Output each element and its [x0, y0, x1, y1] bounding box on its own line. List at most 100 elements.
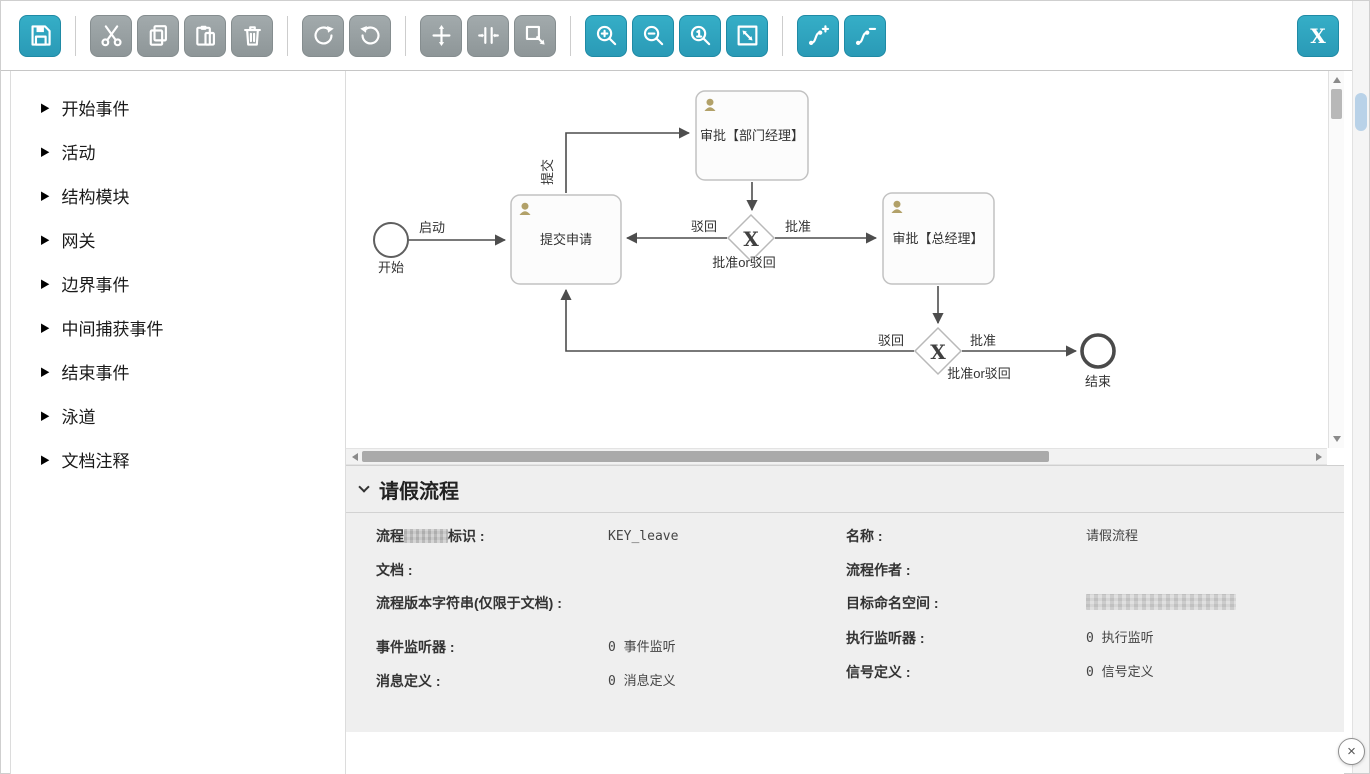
task-dept-manager[interactable]: 审批【部门经理】 [695, 90, 809, 181]
expand-arrow-icon: ▶ [41, 452, 50, 467]
palette-item-label: 结构模块 [61, 187, 130, 207]
properties-panel: 请假流程 流程标识 : KEY_leave 文档 : 流程版本字符串(仅限于文档) :… [346, 465, 1344, 732]
property-value[interactable]: KEY_leave [608, 529, 679, 544]
workarea: 启动 提交 驳回 批准 驳回 批准 开始 提交申请 [345, 71, 1344, 774]
property-value[interactable]: 请假流程 [1086, 529, 1139, 544]
property-row: 流程标识 : KEY_leave [376, 526, 846, 547]
distribute-button[interactable] [467, 14, 509, 57]
property-value[interactable]: 0 事件监听 [608, 640, 676, 655]
copy-button[interactable] [137, 14, 179, 57]
redacted-value [1086, 594, 1236, 610]
save-button[interactable] [19, 14, 61, 57]
redo-icon [313, 25, 334, 45]
page-scrollbar[interactable] [1352, 1, 1369, 773]
palette-item[interactable]: ▶ 结构模块 [11, 173, 345, 217]
align-middle-button[interactable] [420, 14, 462, 57]
svg-text:审批【总经理】: 审批【总经理】 [892, 231, 983, 246]
scroll-right-arrow[interactable] [1311, 449, 1326, 464]
expand-arrow-icon: ▶ [41, 188, 50, 203]
align-middle-icon [431, 25, 451, 46]
scroll-up-arrow[interactable] [1329, 72, 1344, 88]
property-value[interactable]: 0 执行监听 [1086, 631, 1154, 646]
property-label: 事件监听器 : [376, 639, 455, 655]
horizontal-scroll-thumb[interactable] [362, 451, 1049, 462]
close-editor-label: X [1310, 23, 1326, 48]
palette-item[interactable]: ▶泳道 [11, 393, 345, 437]
palette-item-label: 中间捕获事件 [61, 319, 164, 339]
flow-label-reject2: 驳回 [878, 333, 904, 348]
palette-item-label: 文档注释 [61, 451, 130, 471]
main-area: ▶ 开始事件 ▶ 活动 ▶ 结构模块 ▶网关 ▶ 边界事件 ▶ 中间捕获事件 ▶结束事件▶泳道 ▶ 文档注… [1, 71, 1369, 774]
diagram-canvas[interactable]: 启动 提交 驳回 批准 驳回 批准 开始 提交申请 [346, 71, 1344, 448]
fit-screen-icon [737, 25, 757, 46]
gateway-2[interactable]: X [913, 326, 963, 376]
palette-item[interactable]: ▶ 中间捕获事件 [11, 305, 345, 349]
property-row: 信号定义 : 0 信号定义 [846, 662, 1344, 683]
toolbar-divider [75, 15, 76, 56]
property-row: 执行监听器 :0 执行监听 [846, 628, 1344, 649]
dismiss-button[interactable]: × [1338, 738, 1365, 765]
task-general-manager[interactable]: 审批【总经理】 [882, 192, 995, 285]
task-submit[interactable]: 提交申请 [510, 194, 622, 285]
palette-item[interactable]: ▶ 活动 [11, 129, 345, 173]
expand-arrow-icon: ▶ [41, 144, 50, 159]
scroll-down-arrow[interactable] [1329, 431, 1344, 447]
redacted-text [404, 529, 448, 543]
add-bendpoint-button[interactable] [797, 14, 839, 57]
undo-button[interactable] [349, 14, 391, 57]
property-value[interactable]: 0 信号定义 [1086, 665, 1154, 680]
flow-label-reject1: 驳回 [691, 219, 717, 234]
palette-item[interactable]: ▶网关 [11, 217, 345, 261]
scroll-left-arrow[interactable] [347, 449, 362, 464]
property-label: 信号定义 : [846, 664, 911, 680]
remove-bendpoint-button[interactable] [844, 14, 886, 57]
property-label: 流程版本字符串(仅限于文档) : [376, 595, 562, 611]
property-label: 文档 : [376, 562, 413, 578]
palette-item-label: 开始事件 [61, 99, 130, 119]
trash-icon [243, 26, 261, 46]
close-icon: × [1347, 743, 1356, 760]
expand-arrow-icon: ▶ [41, 276, 50, 291]
property-value[interactable] [1086, 593, 1236, 615]
zoom-reset-button[interactable] [679, 14, 721, 57]
flow-label-start: 启动 [419, 220, 445, 235]
properties-left-column: 流程标识 : KEY_leave 文档 : 流程版本字符串(仅限于文档) : 事件监听器… [376, 526, 846, 705]
start-event[interactable] [373, 222, 409, 258]
zoom-out-button[interactable] [632, 14, 674, 57]
resize-button[interactable] [514, 14, 556, 57]
palette-item[interactable]: ▶ 边界事件 [11, 261, 345, 305]
fit-screen-button[interactable] [726, 14, 768, 57]
canvas-horizontal-scrollbar[interactable] [346, 448, 1327, 465]
paste-icon [195, 25, 215, 46]
property-row: 事件监听器 : 0 事件监听 [376, 637, 846, 658]
property-row: 流程作者 : [846, 560, 1344, 580]
add-bendpoint-icon [808, 25, 829, 46]
save-icon [30, 25, 51, 46]
cut-button[interactable] [90, 14, 132, 57]
page-scroll-thumb[interactable] [1355, 93, 1367, 131]
properties-header[interactable]: 请假流程 [346, 466, 1344, 513]
close-editor-button[interactable]: X [1297, 14, 1339, 57]
palette-item-label: 边界事件 [61, 275, 130, 295]
flow-submit-to-dept[interactable] [565, 127, 691, 193]
property-value[interactable]: 0 消息定义 [608, 674, 676, 689]
expand-arrow-icon: ▶ [41, 320, 50, 335]
palette-item[interactable]: ▶结束事件 [11, 349, 345, 393]
redo-button[interactable] [302, 14, 344, 57]
toolbar-divider [287, 15, 288, 56]
toolbar-divider [570, 15, 571, 56]
gateway-1[interactable]: X [726, 213, 776, 263]
delete-button[interactable] [231, 14, 273, 57]
zoom-in-button[interactable] [585, 14, 627, 57]
vertical-scroll-thumb[interactable] [1331, 89, 1342, 119]
palette-item[interactable]: ▶ 开始事件 [11, 85, 345, 129]
end-event[interactable] [1080, 333, 1116, 369]
palette-item-label: 活动 [61, 143, 96, 163]
paste-button[interactable] [184, 14, 226, 57]
palette-item[interactable]: ▶ 文档注释 [11, 437, 345, 481]
canvas-vertical-scrollbar[interactable] [1328, 71, 1344, 448]
expand-arrow-icon: ▶ [41, 100, 50, 115]
start-event-label: 开始 [378, 260, 404, 275]
property-label: 流程标识 : [376, 528, 485, 544]
flow-gateway2-reject[interactable] [560, 288, 914, 352]
